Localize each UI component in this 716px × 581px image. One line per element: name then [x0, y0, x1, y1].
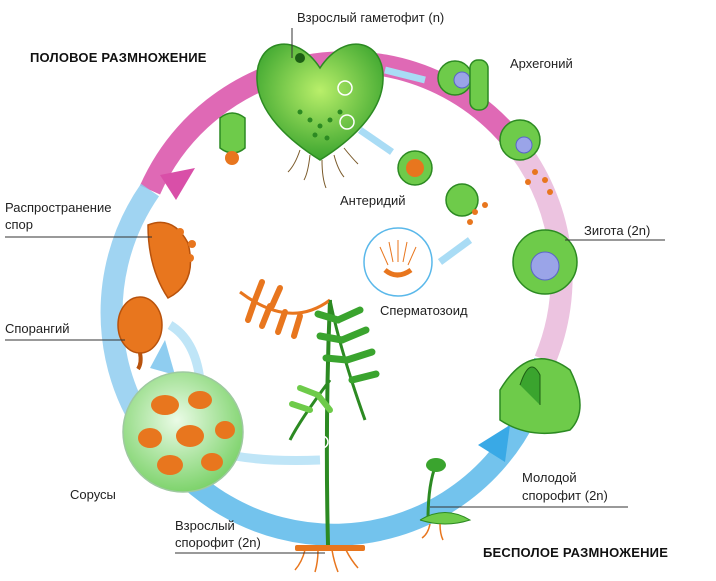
- asexual-reproduction-heading: БЕСПОЛОЕ РАЗМНОЖЕНИЕ: [483, 545, 669, 560]
- label-gametophyte: Взрослый гаметофит (n): [297, 10, 445, 25]
- archegonium-illustration: [437, 59, 489, 111]
- sporangium-illustration: [117, 296, 163, 371]
- arrow-gametophyte-archegonium: [384, 66, 426, 84]
- label-spore-dispersal-line2: спор: [5, 217, 33, 232]
- arrow-to-sporangium: [150, 340, 175, 375]
- arrow-sporophyte-to-sori: [234, 451, 321, 465]
- archegonium-illustration-2: [499, 119, 553, 195]
- antheridium-illustration: [397, 150, 488, 225]
- label-young-sporophyte-line1: Молодой: [522, 470, 577, 485]
- label-zygote: Зигота (2n): [584, 223, 651, 238]
- spore-dispersal-illustration: [147, 221, 196, 299]
- arrow-to-spermatozoid: [437, 237, 473, 265]
- arrow-sori-to-sporangium: [167, 321, 205, 381]
- label-young-sporophyte-line2: спорофит (2n): [522, 488, 608, 503]
- arrow-to-gametophyte: [160, 168, 195, 200]
- young-sporophyte-illustration: [419, 358, 581, 541]
- sexual-reproduction-heading: ПОЛОВОЕ РАЗМНОЖЕНИЕ: [30, 50, 207, 65]
- label-adult-sporophyte-line1: Взрослый: [175, 518, 235, 533]
- zygote-illustration: [512, 229, 578, 295]
- label-sori: Сорусы: [70, 487, 116, 502]
- label-spore-dispersal-line1: Распространение: [5, 200, 112, 215]
- arrow-to-young-sporophyte: [478, 425, 510, 462]
- label-sporangium: Спорангий: [5, 321, 70, 336]
- label-adult-sporophyte-line2: спорофит (2n): [175, 535, 261, 550]
- label-antheridium: Антеридий: [340, 193, 406, 208]
- label-spermatozoid: Сперматозоид: [380, 303, 468, 318]
- germinating-spore-illustration: [219, 112, 246, 165]
- gametophyte-illustration: [256, 43, 384, 189]
- leader-lines: [5, 28, 665, 554]
- arrow-gametophyte-antheridium: [358, 127, 394, 155]
- label-archegonium: Архегоний: [510, 56, 573, 71]
- sori-illustration: [122, 371, 244, 493]
- spermatozoid-illustration: [363, 227, 433, 297]
- adult-sporophyte-illustration: [239, 279, 380, 573]
